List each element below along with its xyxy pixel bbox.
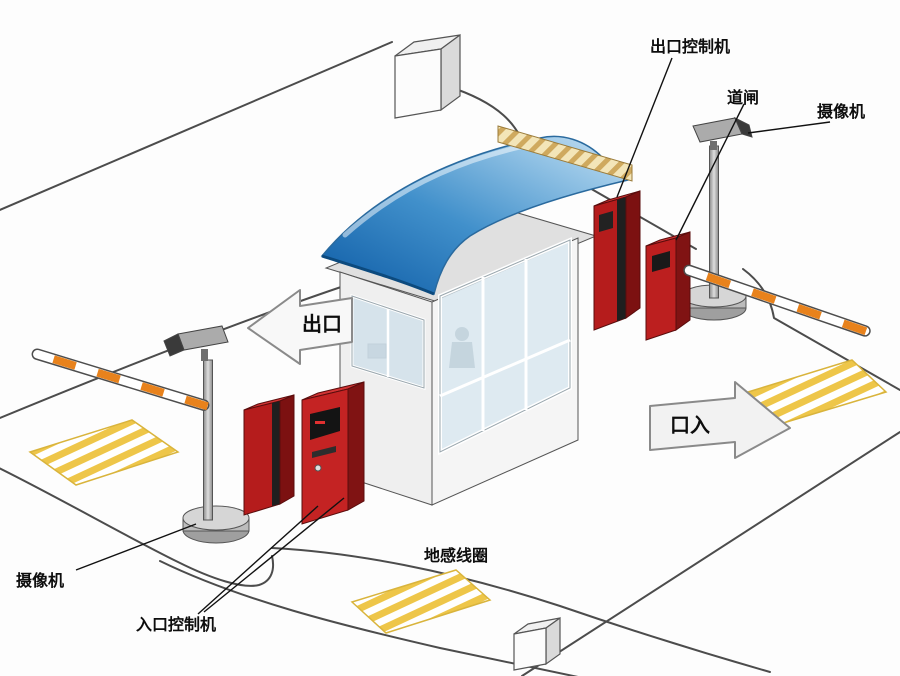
canopy-edge-board bbox=[497, 125, 633, 182]
exit-direction-arrow: 出口 bbox=[247, 289, 353, 365]
barrier-gate-cabinet bbox=[645, 231, 691, 341]
leader-lines bbox=[75, 57, 831, 615]
barrier-cabinet-front bbox=[645, 237, 677, 341]
canopy-highlight bbox=[342, 144, 523, 238]
exit-machine-panel bbox=[617, 197, 626, 321]
entrance-arrow-label: 口入 bbox=[670, 413, 710, 437]
barrier-arm-right bbox=[683, 264, 871, 337]
leader-exit-controller bbox=[616, 57, 673, 198]
ground-loop-left bbox=[28, 419, 180, 486]
entrance-machine-small-panel bbox=[272, 401, 280, 506]
camera-right-lens-icon bbox=[733, 116, 753, 138]
booth-glass-right-outline bbox=[439, 239, 571, 453]
road-loop-left bbox=[0, 467, 275, 587]
entrance-direction-arrow: 口入 bbox=[649, 381, 791, 459]
entrance-arrow-shape bbox=[649, 381, 791, 459]
ground-loop-center bbox=[350, 569, 492, 634]
booth-glass-sill bbox=[439, 338, 571, 398]
canopy-front-edge bbox=[321, 254, 435, 296]
label-ground-loop: 地感线圈 bbox=[424, 546, 488, 565]
canopy bbox=[320, 125, 633, 296]
camera-left-lens-icon bbox=[163, 333, 185, 357]
leader-entrance-controller-2 bbox=[203, 497, 345, 613]
entrance-machine-big-front bbox=[301, 388, 349, 525]
barrier-arm-right-base bbox=[683, 264, 871, 337]
exit-controller-machine bbox=[593, 190, 641, 331]
exit-machine-side bbox=[625, 190, 641, 319]
camera-left-pole bbox=[203, 359, 213, 521]
leader-camera-top-right bbox=[747, 121, 831, 134]
camera-left-base-top bbox=[182, 505, 250, 531]
exit-machine-display bbox=[599, 211, 613, 232]
label-barrier-gate: 道闸 bbox=[727, 88, 759, 107]
camera-left bbox=[163, 325, 250, 544]
labels: 出口控制机 道闸 摄像机 摄像机 入口控制机 地感线圈 bbox=[16, 37, 865, 634]
entrance-controller-machine bbox=[243, 381, 365, 525]
label-camera-bottom-left: 摄像机 bbox=[16, 571, 64, 590]
road-edge-bottom-inner bbox=[271, 547, 771, 673]
leader-camera-bottom-left bbox=[75, 523, 197, 571]
label-exit-controller: 出口控制机 bbox=[650, 37, 730, 56]
ground-loops bbox=[28, 359, 888, 634]
top-marker-box bbox=[394, 33, 461, 119]
label-camera-top-right: 摄像机 bbox=[817, 102, 865, 121]
barrier-arm-left-base bbox=[31, 348, 210, 411]
entrance-machine-big-side bbox=[347, 381, 365, 511]
exit-arrow-shape bbox=[247, 289, 353, 365]
entrance-machine-screen-text bbox=[315, 421, 325, 424]
barrier-arm-left bbox=[31, 348, 210, 411]
barrier-cabinet-display bbox=[652, 251, 670, 272]
entrance-machine-small-side bbox=[279, 394, 295, 505]
label-entrance-controller: 入口控制机 bbox=[136, 615, 216, 634]
leader-barrier-gate bbox=[675, 103, 745, 241]
exit-arrow-label: 出口 bbox=[302, 312, 342, 336]
road-edge-top-left bbox=[0, 41, 393, 211]
camera-right bbox=[681, 116, 753, 321]
barrier-cabinet-side bbox=[675, 231, 691, 331]
bottom-marker-box bbox=[513, 616, 561, 671]
camera-left-mount bbox=[201, 349, 208, 361]
camera-right-mount bbox=[710, 141, 717, 150]
road-edge-right-lower bbox=[521, 431, 900, 676]
entrance-machine-card-slot bbox=[312, 446, 336, 458]
leader-entrance-controller-1 bbox=[197, 505, 319, 615]
entrance-machine-button bbox=[314, 464, 322, 472]
road-edge-bottom-outer bbox=[159, 560, 579, 676]
